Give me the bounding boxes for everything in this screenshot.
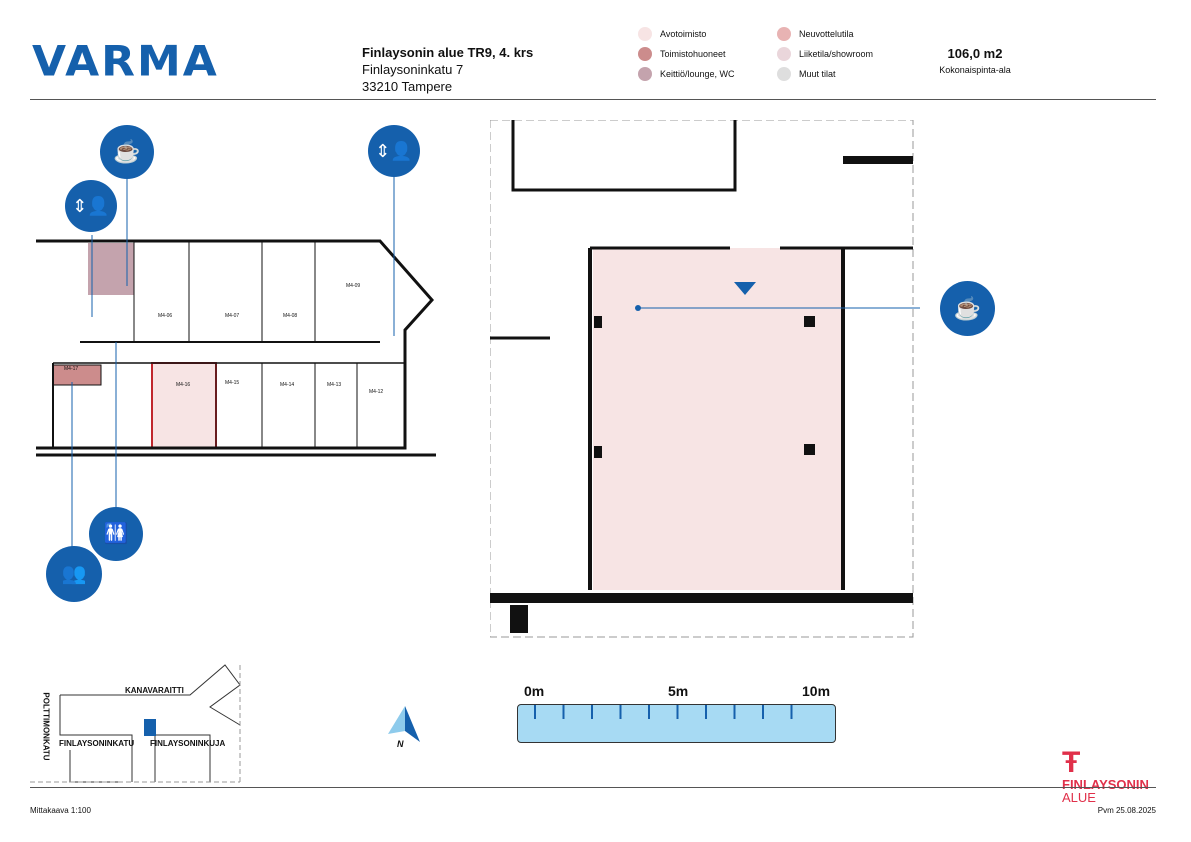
legend-item: Toimistohuoneet [638, 44, 735, 64]
room-label: M4-16 [176, 382, 191, 388]
area-value: 106,0 m2 [947, 46, 1003, 61]
coffee-icon: ☕ [100, 125, 154, 179]
area-label: Kokonaispinta-ala [939, 65, 1011, 75]
lounge-area [88, 243, 134, 295]
road-label: FINLAYSONINKUJA [150, 739, 226, 748]
scale-label: 0m [524, 683, 545, 699]
scale-label: 5m [668, 683, 689, 699]
legend-item: Keittiö/lounge, WC [638, 64, 735, 84]
location-marker [144, 719, 156, 736]
road-label: POLTTIMONKATU [41, 692, 51, 761]
scale-text: Mittakaava 1:100 [30, 806, 91, 815]
address-block: Finlaysonin alue TR9, 4. krs Finlaysonin… [362, 44, 533, 95]
legend-swatch [638, 27, 652, 41]
room-label: M4-12 [369, 389, 384, 395]
legend-swatch [777, 27, 791, 41]
elevator-icon: ⇕👤 [65, 180, 117, 232]
elevator-icon: ⇕👤 [368, 125, 420, 177]
legend-swatch [777, 67, 791, 81]
property-title: Finlaysonin alue TR9, 4. krs [362, 45, 534, 60]
room-label: M4-15 [225, 380, 240, 386]
legend-item: Neuvottelutila [777, 24, 873, 44]
road-label: KANAVARAITTI [125, 686, 184, 695]
coffee-icon: ☕ [940, 281, 995, 336]
wc-icon: 🚻 [89, 507, 143, 561]
room-label: M4-09 [346, 283, 361, 289]
varma-logo: VARMA [32, 37, 219, 86]
legend-col-1: Avotoimisto Toimistohuoneet Keittiö/loun… [638, 24, 735, 84]
footer-divider [30, 787, 1156, 788]
date-text: Pvm 25.08.2025 [1097, 806, 1156, 815]
detail-plan [490, 120, 920, 638]
meeting-icon: 👥 [46, 546, 102, 602]
room-label: M4-08 [283, 313, 298, 319]
scale-label: 10m [802, 683, 831, 699]
city-address: 33210 Tampere [362, 79, 453, 94]
overview-plan [36, 175, 436, 550]
legend-swatch [638, 47, 652, 61]
legend-item: Liiketila/showroom [777, 44, 873, 64]
room-label: M4-13 [327, 382, 342, 388]
location-map [30, 664, 241, 783]
room-label: M4-14 [280, 382, 295, 388]
legend-item: Avotoimisto [638, 24, 735, 44]
room-m4-16-highlight [151, 362, 217, 449]
compass-label: N [397, 739, 404, 749]
room-m4-16-fill [593, 248, 843, 590]
road-label: FINLAYSONINKATU [59, 739, 135, 748]
room-label: M4-06 [158, 313, 173, 319]
legend-swatch [777, 47, 791, 61]
legend-col-2: Neuvottelutila Liiketila/showroom Muut t… [777, 24, 873, 84]
header-divider [30, 99, 1156, 100]
north-arrow-icon [388, 706, 420, 742]
scale-bar [517, 704, 836, 743]
legend-item: Muut tilat [777, 64, 873, 84]
total-area: 106,0 m2 Kokonaispinta-ala [915, 46, 1035, 75]
room-label: M4-07 [225, 313, 240, 319]
street-address: Finlaysoninkatu 7 [362, 62, 464, 77]
room-label: M4-17 [64, 366, 79, 372]
legend-swatch [638, 67, 652, 81]
